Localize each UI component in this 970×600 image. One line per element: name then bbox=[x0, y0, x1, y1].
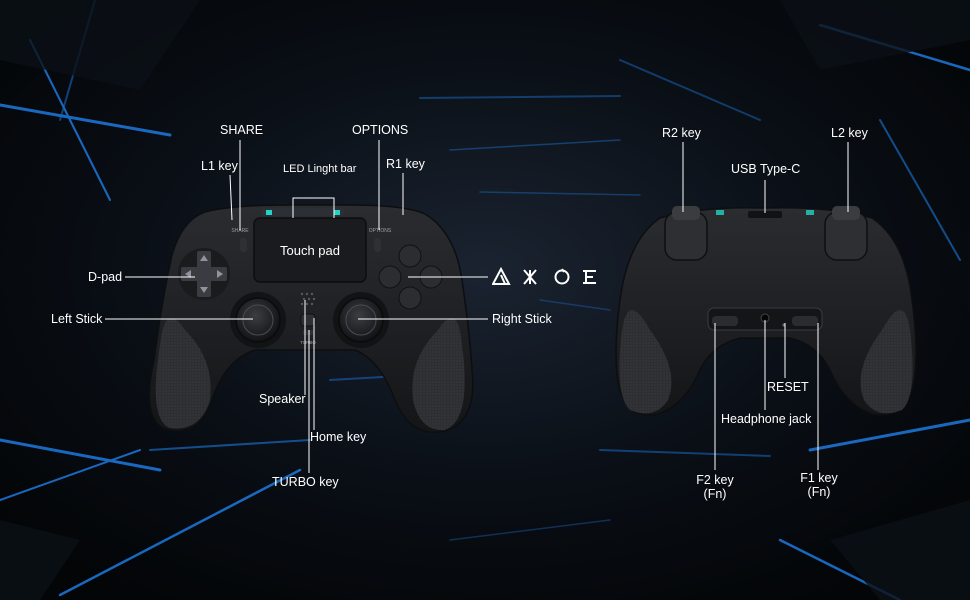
usb-type-c-label: USB Type-C bbox=[731, 162, 801, 176]
f2-key-label: F2 key (Fn) bbox=[692, 473, 738, 501]
right-stick-label: Right Stick bbox=[492, 312, 552, 326]
f1-key-label: F1 key (Fn) bbox=[796, 471, 842, 499]
l1-key-label: L1 key bbox=[201, 159, 238, 173]
controller-share-print: SHARE bbox=[231, 228, 249, 234]
l2-key-label: L2 key bbox=[831, 126, 868, 140]
right-stick-graphic bbox=[333, 292, 389, 348]
speaker-label: Speaker bbox=[259, 392, 306, 406]
leader-lines bbox=[105, 140, 849, 473]
cross-icon bbox=[523, 269, 537, 285]
f2-key-text: F2 key bbox=[696, 473, 734, 487]
d-pad-label: D-pad bbox=[88, 270, 123, 284]
share-label: SHARE bbox=[220, 123, 264, 137]
left-stick-label: Left Stick bbox=[51, 312, 103, 326]
circle-icon bbox=[554, 268, 570, 285]
back-controller bbox=[615, 206, 917, 416]
headphone-jack-label: Headphone jack bbox=[721, 412, 812, 426]
reset-label: RESET bbox=[767, 380, 809, 394]
controller-options-print: OPTIONS bbox=[369, 228, 392, 234]
f1-key-subtext: (Fn) bbox=[807, 485, 831, 499]
l2-trigger-graphic bbox=[824, 206, 868, 261]
d-pad-graphic bbox=[178, 248, 230, 300]
back-paddle-panel bbox=[707, 307, 823, 331]
left-stick-graphic bbox=[230, 292, 286, 348]
controller-turbo-print: TURBO bbox=[300, 340, 316, 345]
r2-trigger-graphic bbox=[664, 206, 708, 261]
front-controller: SHARE OPTIONS bbox=[148, 204, 474, 434]
square-icon bbox=[583, 270, 596, 284]
turbo-key-label: TURBO key bbox=[272, 475, 339, 489]
touch-pad-label: Touch pad bbox=[280, 243, 340, 258]
face-buttons-graphic bbox=[378, 244, 443, 310]
r2-key-label: R2 key bbox=[662, 126, 701, 140]
f1-key-text: F1 key bbox=[800, 471, 838, 485]
led-light-bar-label: LED Linght bar bbox=[283, 163, 357, 175]
f2-key-subtext: (Fn) bbox=[703, 487, 727, 501]
speaker-grille bbox=[300, 292, 316, 306]
r1-key-label: R1 key bbox=[386, 157, 425, 171]
triangle-icon bbox=[492, 267, 511, 285]
options-label: OPTIONS bbox=[352, 123, 409, 137]
home-key-label: Home key bbox=[310, 430, 367, 444]
face-button-symbols bbox=[492, 267, 596, 285]
